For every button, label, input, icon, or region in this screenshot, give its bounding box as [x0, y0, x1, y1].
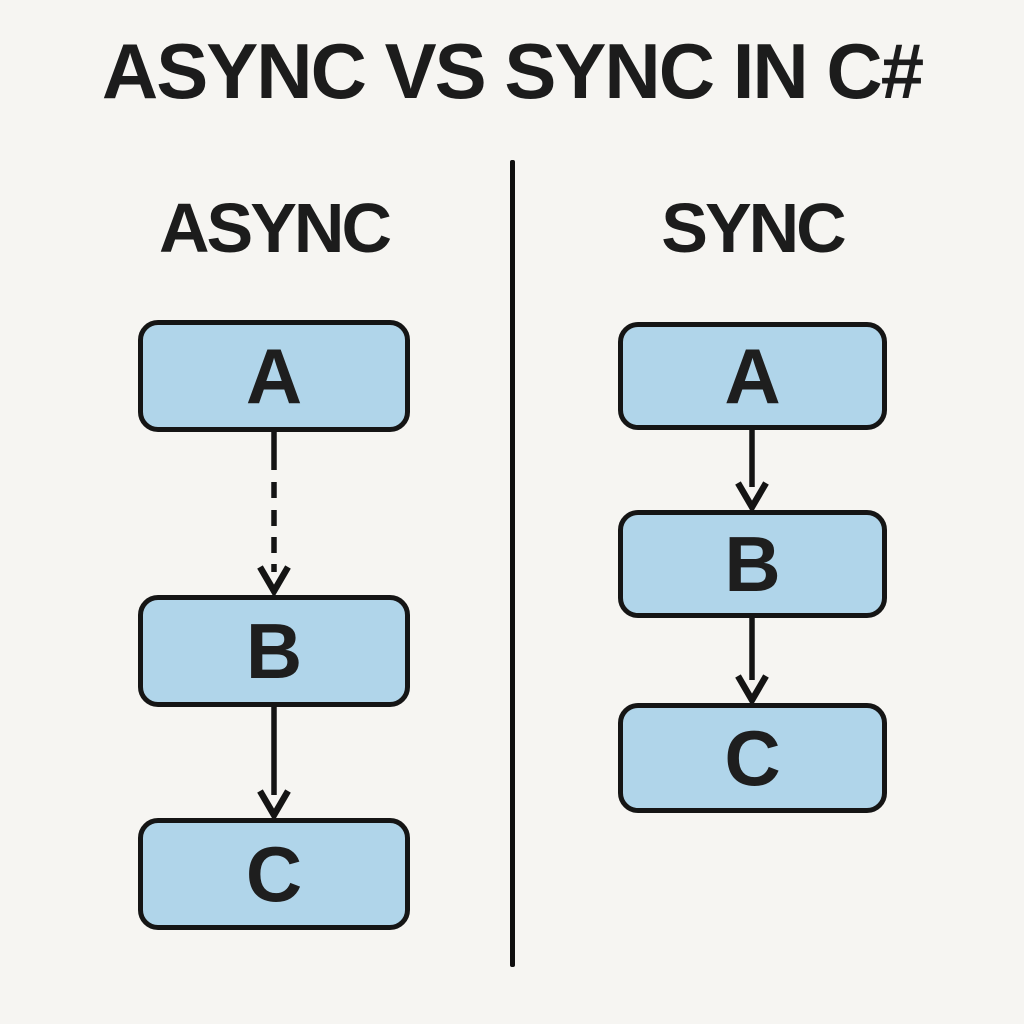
column-divider [510, 160, 515, 967]
async-arrow-b-to-c-icon [257, 707, 291, 822]
sync-column-header: SYNC [661, 189, 846, 267]
async-node-b-label: B [245, 607, 303, 695]
async-node-a: A [138, 320, 410, 432]
async-column-header: ASYNC [158, 189, 392, 267]
async-node-a-label: A [245, 332, 303, 420]
sync-node-b-label: B [724, 520, 781, 608]
sync-arrow-a-to-b-icon [735, 430, 769, 514]
sync-node-c: C [618, 703, 887, 813]
async-node-b: B [138, 595, 410, 707]
sync-arrow-b-to-c-icon [735, 618, 769, 707]
async-arrow-a-to-b-dashed-icon [257, 432, 291, 598]
async-node-c: C [138, 818, 410, 930]
async-node-c-label: C [245, 830, 303, 918]
sync-node-c-label: C [724, 714, 781, 802]
sync-node-b: B [618, 510, 887, 618]
sync-node-a: A [618, 322, 887, 430]
sync-node-a-label: A [724, 332, 781, 420]
diagram-title: ASYNC VS SYNC IN C# [101, 27, 924, 115]
